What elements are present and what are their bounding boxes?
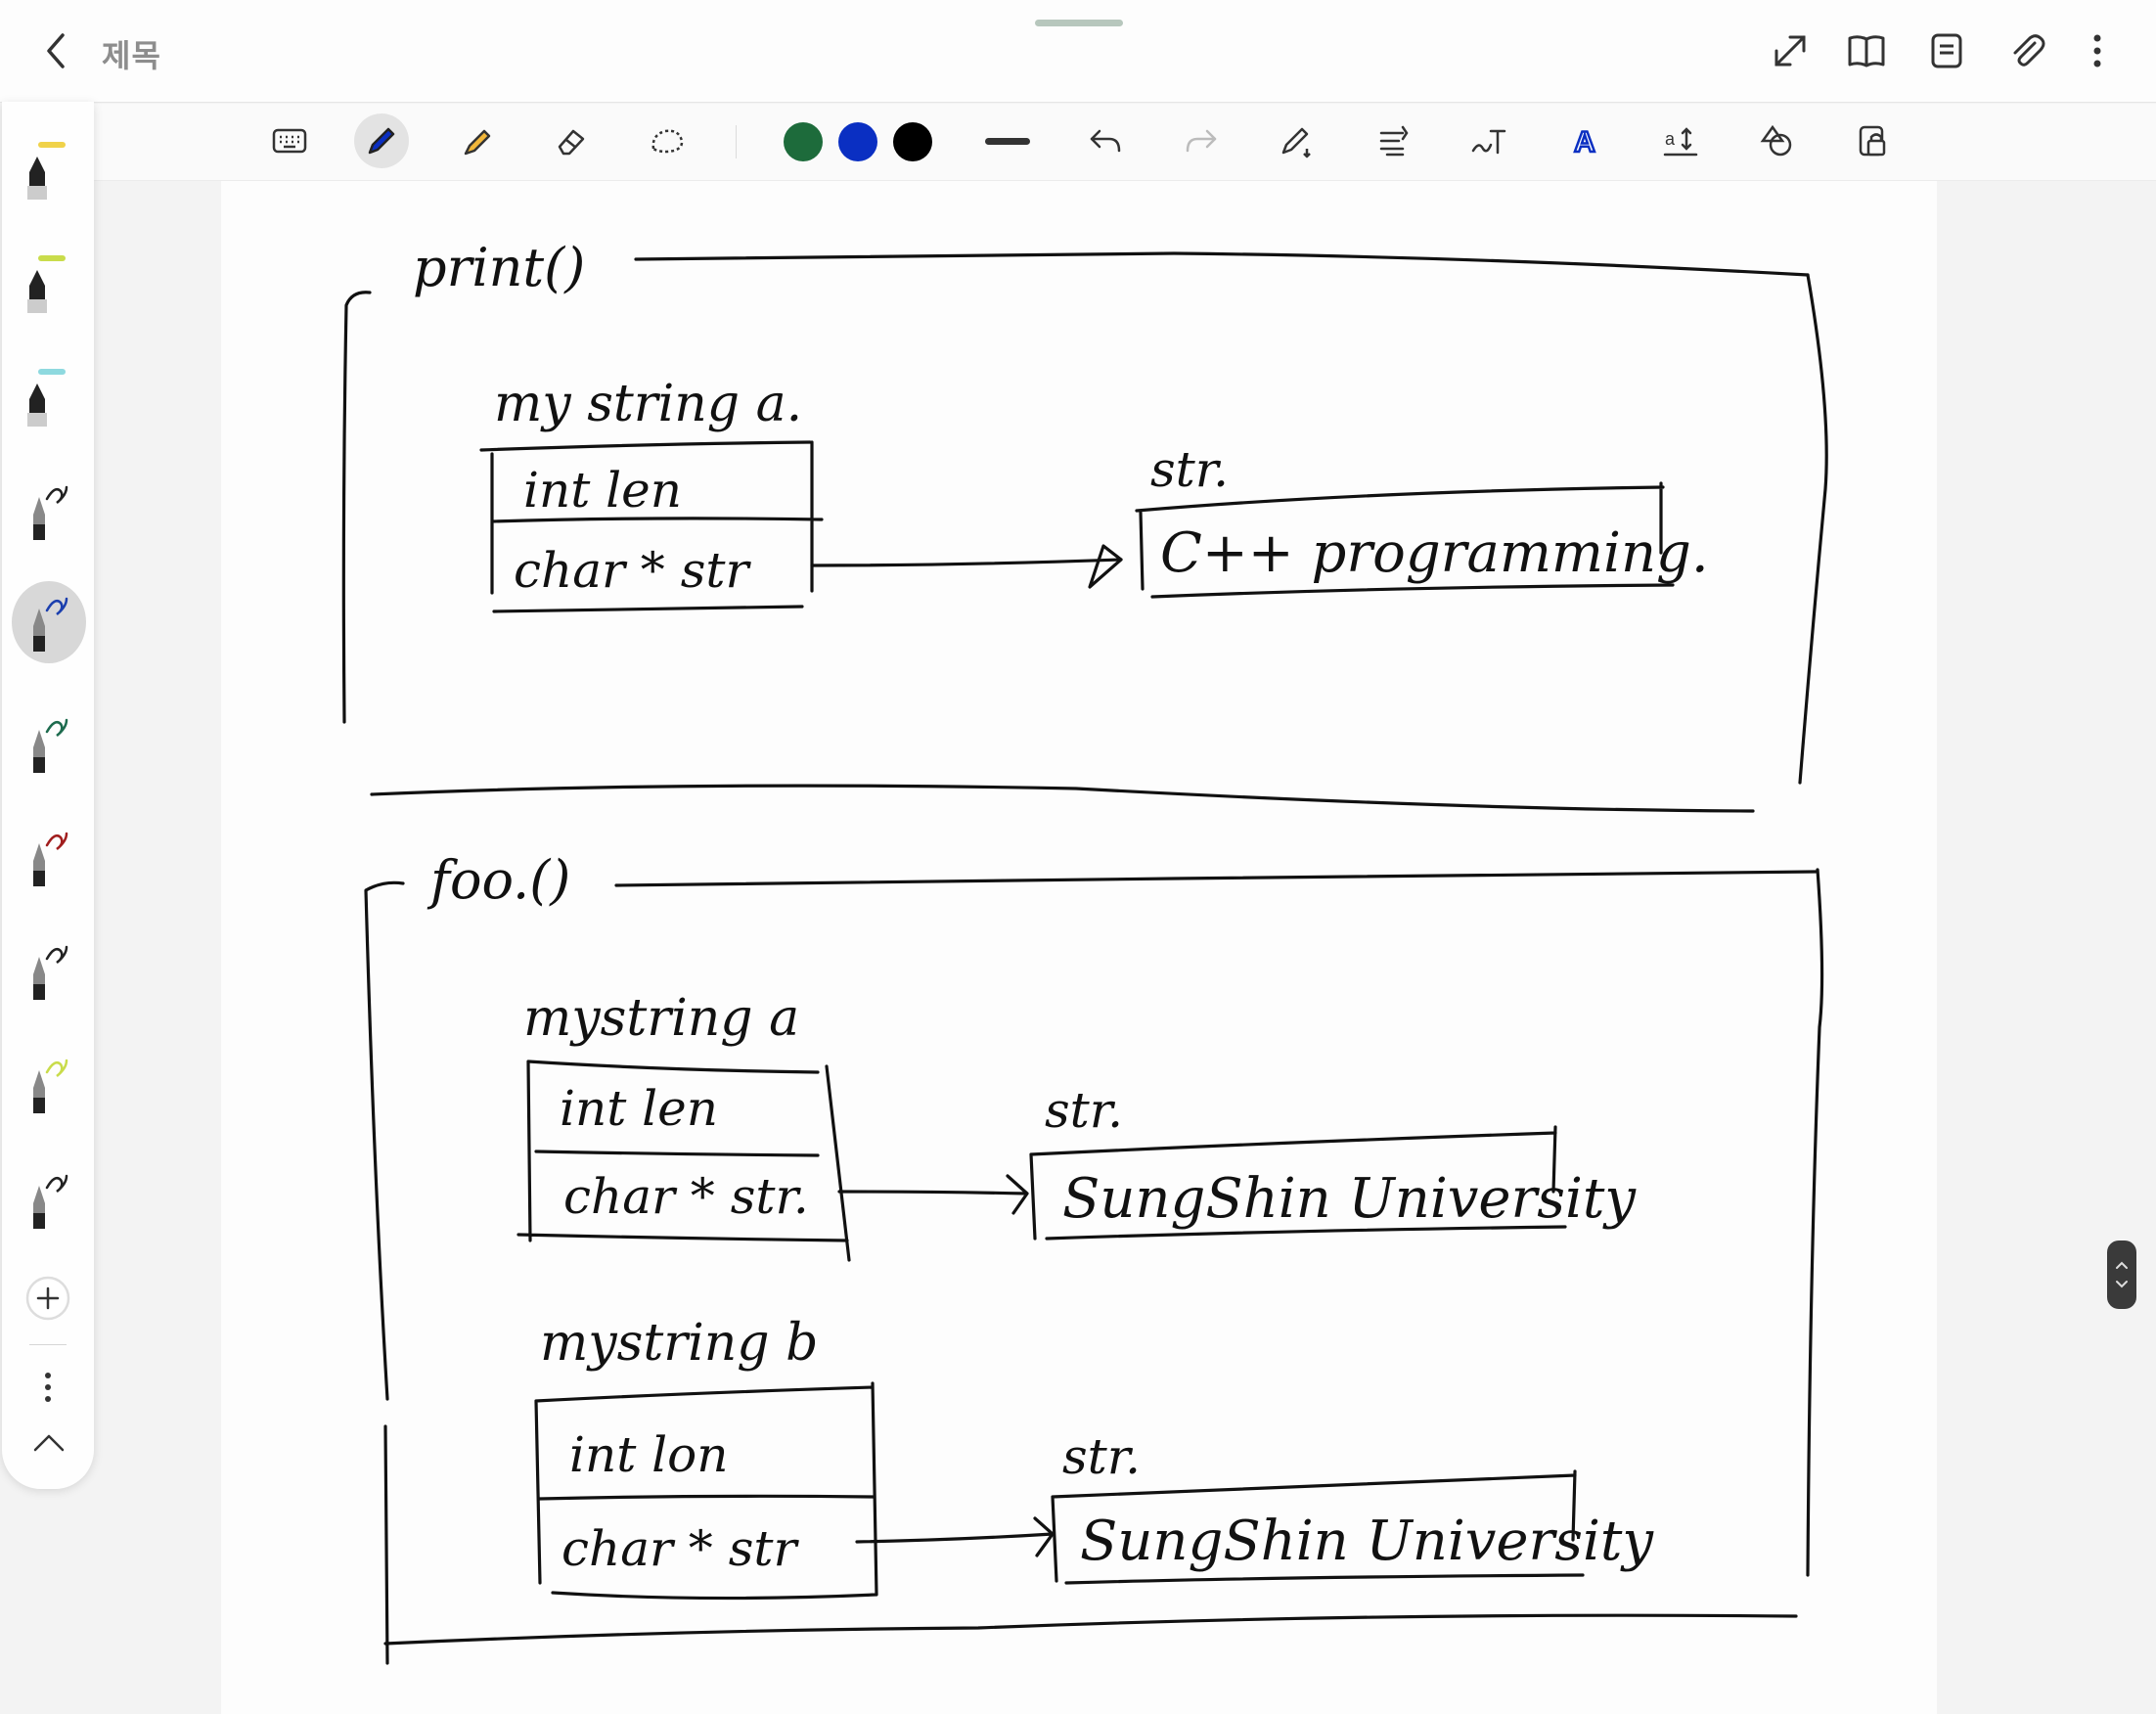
lock-icon[interactable] [1845,113,1900,168]
toolbar-divider [736,125,737,158]
sidebar-more-icon[interactable] [33,1368,63,1407]
shapes-icon[interactable] [1749,113,1804,168]
pen-settings-icon[interactable] [1270,113,1325,168]
text-style-icon[interactable]: A [1557,113,1612,168]
color-swatch-green[interactable] [784,122,823,161]
pen-sidebar [2,102,94,1489]
fountain-pen-icon[interactable] [12,929,86,1012]
svg-text:a: a [1665,129,1676,149]
pen-cyan-icon[interactable] [12,354,86,436]
note-title[interactable]: 제목 [102,38,161,73]
attachment-icon[interactable] [2005,29,2048,72]
page-list-icon[interactable] [1925,29,1968,72]
color-swatch-blue[interactable] [838,122,877,161]
handwriting-to-text-icon[interactable] [1461,113,1516,168]
pen-black-icon[interactable] [12,470,86,552]
back-arrow-icon[interactable] [35,29,78,72]
redo-icon[interactable] [1174,113,1229,168]
pen-blue-icon[interactable] [12,581,86,663]
pen-green-icon[interactable] [12,702,86,785]
pen-red-icon[interactable] [12,816,86,898]
undo-icon[interactable] [1078,113,1133,168]
pen-icon[interactable] [354,113,409,168]
more-vertical-icon[interactable] [2076,29,2119,72]
pen-lime-icon[interactable] [12,241,86,323]
top-app-bar: 제목 [0,0,2156,103]
svg-text:A: A [1574,126,1595,158]
add-pen-icon[interactable] [25,1276,70,1321]
pencil-black-icon[interactable] [12,1158,86,1240]
note-page[interactable] [221,180,1937,1714]
drawing-toolbar: A a [94,104,2156,181]
text-size-icon[interactable]: a [1653,113,1708,168]
sidebar-divider [29,1344,67,1345]
book-view-icon[interactable] [1845,29,1888,72]
stroke-width-icon[interactable] [980,113,1035,168]
expand-icon[interactable] [1769,29,1812,72]
page-scroll-handle[interactable] [2107,1240,2136,1309]
lasso-icon[interactable] [640,113,695,168]
pencil-lime-icon[interactable] [12,1043,86,1125]
eraser-icon[interactable] [544,113,599,168]
color-swatch-black[interactable] [893,122,932,161]
highlighter-icon[interactable] [450,113,505,168]
drag-handle[interactable] [1035,20,1123,26]
keyboard-icon[interactable] [262,113,317,168]
collapse-sidebar-icon[interactable] [29,1424,68,1460]
align-icon[interactable] [1366,113,1420,168]
pen-yellow-icon[interactable] [12,127,86,209]
